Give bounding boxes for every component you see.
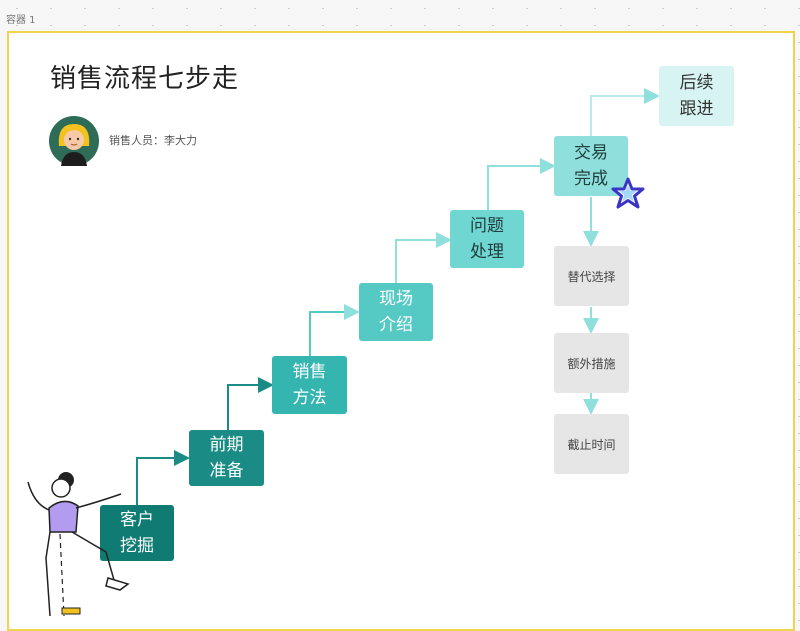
star-icon: [611, 177, 645, 209]
person-illustration: [27, 472, 130, 617]
connector-1-2: [136, 450, 190, 505]
avatar: [49, 116, 99, 166]
flow-connectors: [136, 88, 660, 505]
container-label: 容器 1: [6, 15, 36, 26]
step-problem-handling[interactable]: 问题 处理: [450, 210, 524, 268]
sub-step-extra-measures[interactable]: 额外措施: [554, 333, 629, 393]
sub-step-alternative[interactable]: 替代选择: [554, 246, 629, 306]
connector-4-5: [395, 232, 452, 283]
step-follow-up[interactable]: 后续 跟进: [659, 66, 734, 126]
step-onsite-intro[interactable]: 现场 介绍: [359, 283, 433, 341]
step-sales-method[interactable]: 销售 方法: [272, 356, 347, 414]
connector-2-3: [227, 377, 274, 430]
connector-3-4: [309, 304, 360, 356]
step-customer-mining[interactable]: 客户 挖掘: [100, 505, 174, 561]
page-title: 销售流程七步走: [50, 64, 240, 94]
connector-6-7: [590, 88, 660, 136]
connector-5-6: [487, 158, 556, 210]
sub-step-deadline[interactable]: 截止时间: [554, 414, 629, 474]
salesperson-label: 销售人员：李大力: [109, 134, 197, 147]
step-deal-closed[interactable]: 交易 完成: [554, 136, 628, 196]
step-preparation[interactable]: 前期 准备: [189, 430, 264, 486]
